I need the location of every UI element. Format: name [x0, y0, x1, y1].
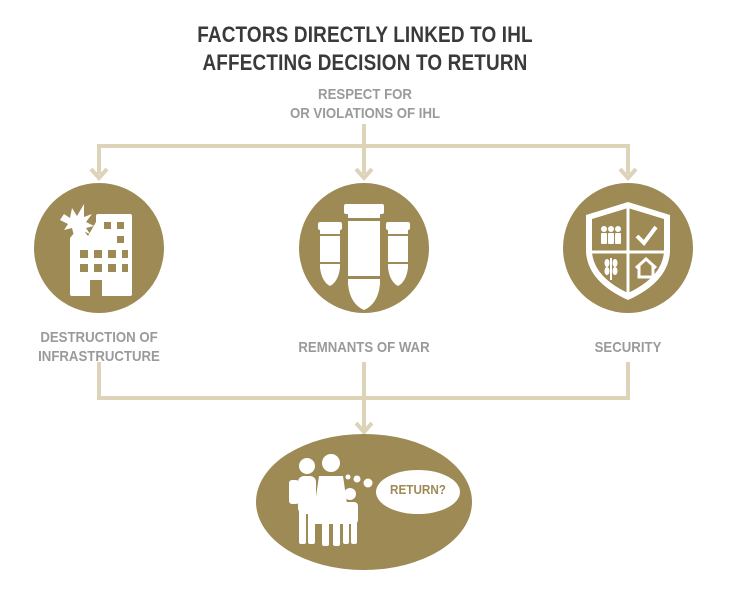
factor-2-label-line-1: REMNANTS OF WAR [298, 339, 430, 356]
factor-3-label-line-1: SECURITY [594, 339, 662, 356]
top-connector [97, 124, 630, 174]
factor-1-label-line-1: DESTRUCTION OF [40, 329, 158, 346]
factor-1-label: DESTRUCTION OF INFRASTRUCTURE [20, 328, 178, 366]
source-node-line-1: RESPECT FOR [318, 86, 412, 103]
source-node-line-2: OR VIOLATIONS OF IHL [289, 105, 441, 122]
top-arrowheads [89, 167, 638, 182]
security-shield-icon [563, 183, 693, 313]
title-line-2: AFFECTING DECISION TO RETURN [202, 50, 528, 75]
factor-3-label: SECURITY [549, 338, 707, 357]
factor-1-label-line-2: INFRASTRUCTURE [38, 348, 160, 365]
thought-bubble [345, 470, 460, 514]
title-line-1: FACTORS DIRECTLY LINKED TO IHL [197, 22, 533, 47]
family-icon [289, 454, 358, 546]
bombs-icon [299, 183, 429, 313]
destroyed-building-icon [34, 183, 164, 313]
factor-2-label: REMNANTS OF WAR [285, 338, 443, 357]
outcome-label: RETURN? [390, 482, 446, 497]
bottom-connector [97, 362, 630, 436]
